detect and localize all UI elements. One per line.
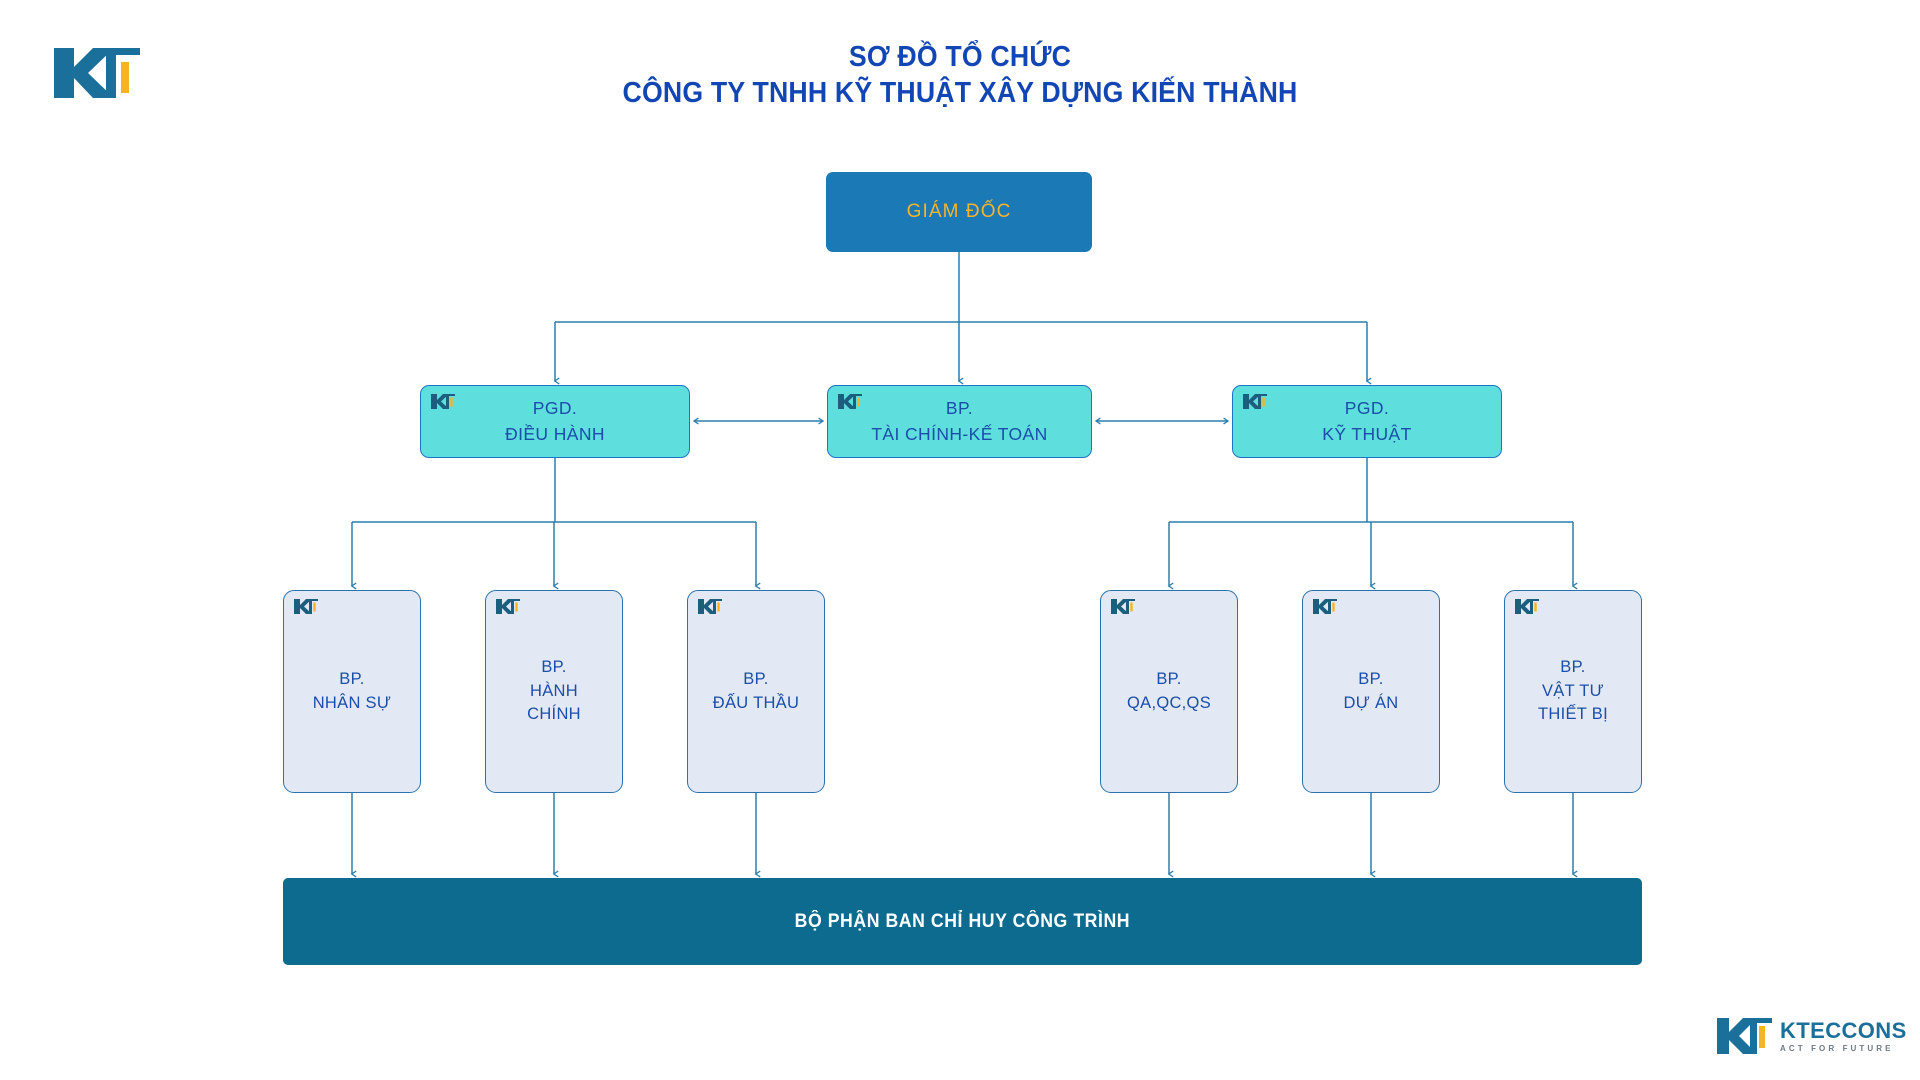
kt-badge-icon: [294, 599, 318, 614]
node-bp-hanh-chinh-label: BP. HÀNH CHÍNH: [527, 657, 581, 724]
kt-badge-icon: [1111, 599, 1135, 614]
kteccons-tagline: ACT FOR FUTURE: [1780, 1043, 1894, 1053]
node-bo-phan-ban-chi-huy-cong-trinh-label: BỘ PHẬN BAN CHỈ HUY CÔNG TRÌNH: [794, 910, 1131, 932]
node-bp-qa-qc-qs[interactable]: BP. QA,QC,QS: [1100, 590, 1238, 793]
kt-badge-icon: [1515, 599, 1539, 614]
node-pgd-ky-thuat[interactable]: PGD. KỸ THUẬT: [1232, 385, 1502, 458]
node-pgd-ky-thuat-label: PGD. KỸ THUẬT: [1322, 398, 1412, 444]
node-giam-doc-label: GIÁM ĐỐC: [906, 201, 1012, 223]
node-bp-dau-thau-label: BP. ĐẤU THẦU: [712, 669, 800, 712]
kteccons-logo: KTECCONS ACT FOR FUTURE: [1714, 1012, 1906, 1060]
page-title: SƠ ĐỒ TỔ CHỨC CÔNG TY TNHH KỸ THUẬT XÂY …: [0, 40, 1920, 112]
node-giam-doc[interactable]: GIÁM ĐỐC: [826, 172, 1092, 252]
node-bp-vat-tu-thiet-bi-label: BP. VẬT TƯ THIẾT BỊ: [1538, 657, 1608, 724]
kt-badge-icon: [1313, 599, 1337, 614]
node-bp-du-an-label: BP. DỰ ÁN: [1343, 669, 1399, 712]
node-bp-qa-qc-qs-label: BP. QA,QC,QS: [1127, 669, 1211, 712]
node-bp-dau-thau[interactable]: BP. ĐẤU THẦU: [687, 590, 825, 793]
node-bp-tai-chinh-ke-toan-label: BP. TÀI CHÍNH-KẾ TOÁN: [871, 398, 1048, 444]
node-bp-vat-tu-thiet-bi[interactable]: BP. VẬT TƯ THIẾT BỊ: [1504, 590, 1642, 793]
kt-monogram-logo: [48, 40, 144, 102]
node-bp-nhan-su-label: BP. NHÂN SỰ: [312, 669, 392, 712]
node-pgd-dieu-hanh-label: PGD. ĐIỀU HÀNH: [505, 398, 605, 444]
node-pgd-dieu-hanh[interactable]: PGD. ĐIỀU HÀNH: [420, 385, 690, 458]
title-line-secondary: CÔNG TY TNHH KỸ THUẬT XÂY DỰNG KIẾN THÀN…: [622, 76, 1298, 109]
kt-badge-icon: [1243, 394, 1267, 409]
kt-badge-icon: [838, 394, 862, 409]
kteccons-mark-icon: [1717, 1018, 1772, 1054]
node-bp-hanh-chinh[interactable]: BP. HÀNH CHÍNH: [485, 590, 623, 793]
node-bp-du-an[interactable]: BP. DỰ ÁN: [1302, 590, 1440, 793]
node-bp-tai-chinh-ke-toan[interactable]: BP. TÀI CHÍNH-KẾ TOÁN: [827, 385, 1092, 458]
kt-badge-icon: [698, 599, 722, 614]
kt-badge-icon: [496, 599, 520, 614]
node-bo-phan-ban-chi-huy-cong-trinh[interactable]: BỘ PHẬN BAN CHỈ HUY CÔNG TRÌNH: [283, 878, 1642, 965]
kt-badge-icon: [431, 394, 455, 409]
node-bp-nhan-su[interactable]: BP. NHÂN SỰ: [283, 590, 421, 793]
kteccons-wordmark: KTECCONS: [1780, 1017, 1907, 1043]
title-line-primary: SƠ ĐỒ TỔ CHỨC: [848, 41, 1072, 73]
